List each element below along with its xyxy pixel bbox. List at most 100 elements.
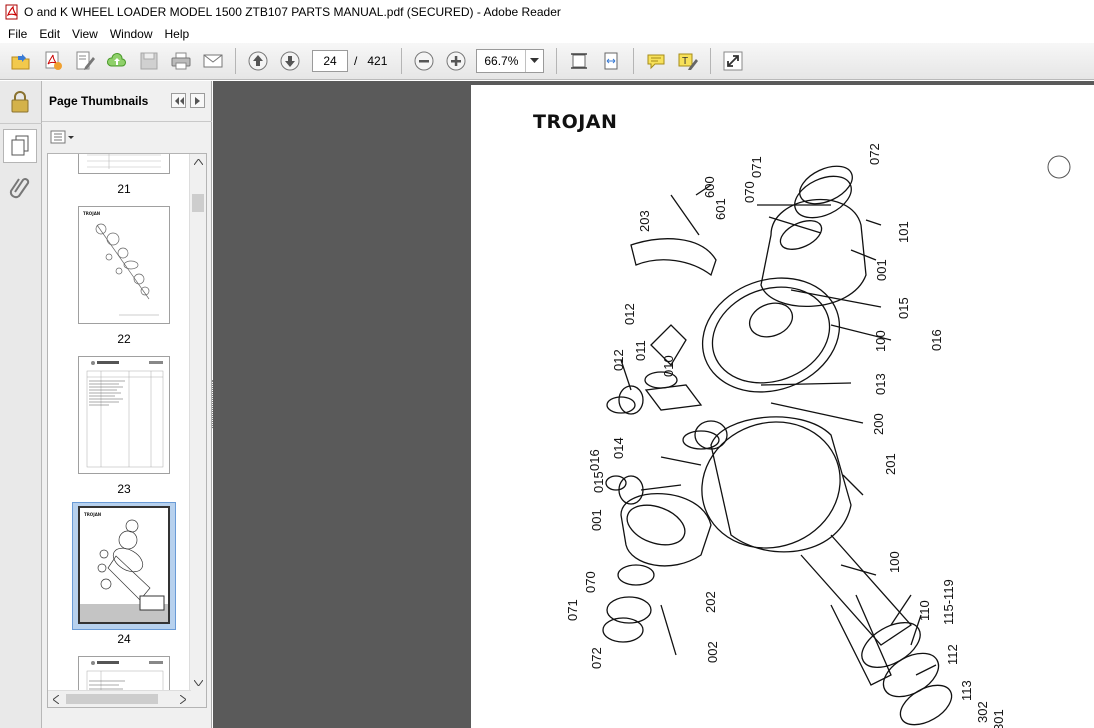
edit-button[interactable] xyxy=(72,48,98,74)
part-label: 071 xyxy=(749,156,764,178)
zoom-select[interactable] xyxy=(476,49,545,73)
scrollbar-thumb[interactable] xyxy=(66,694,158,704)
svg-text:TROJAN: TROJAN xyxy=(84,512,101,517)
fit-width-button[interactable] xyxy=(598,48,624,74)
part-label: 110 xyxy=(917,600,932,621)
full-screen-button[interactable] xyxy=(720,48,746,74)
part-label: 012 xyxy=(611,349,626,371)
menu-bar: File Edit View Window Help xyxy=(0,24,1094,43)
expand-panel-button[interactable] xyxy=(190,93,205,108)
panel-arrows xyxy=(167,93,205,108)
collapse-panel-button[interactable] xyxy=(171,93,186,108)
document-view[interactable]: TROJAN xyxy=(213,81,1094,728)
next-page-button[interactable] xyxy=(277,48,303,74)
thumbnail-label: 22 xyxy=(117,332,131,346)
toolbar-separator xyxy=(633,48,635,74)
part-label: 001 xyxy=(589,509,604,531)
part-label: 002 xyxy=(705,641,720,663)
page-number-input[interactable] xyxy=(312,50,348,72)
minus-icon xyxy=(414,51,434,71)
upload-button[interactable] xyxy=(104,48,130,74)
toolbar-separator xyxy=(235,48,236,74)
menu-help[interactable]: Help xyxy=(164,26,190,41)
pdf-icon[interactable] xyxy=(4,4,20,20)
fit-page-icon xyxy=(571,53,588,69)
zoom-in-button[interactable] xyxy=(443,48,469,74)
part-label: 100 xyxy=(873,330,888,352)
chevron-right-icon[interactable] xyxy=(175,691,191,707)
fit-width-icon xyxy=(604,52,618,70)
svg-text:T: T xyxy=(682,56,688,67)
toolbar: / 421 xyxy=(0,43,1094,80)
part-label: 115-119 xyxy=(941,579,956,625)
brand-logo-text: TROJAN xyxy=(533,111,618,133)
save-button[interactable] xyxy=(136,48,162,74)
create-pdf-icon xyxy=(45,51,62,70)
toolbar-separator xyxy=(556,48,558,74)
part-label: 302 xyxy=(975,701,990,723)
zoom-input[interactable] xyxy=(477,50,526,72)
edit-icon xyxy=(76,51,95,70)
thumbnail-label: 21 xyxy=(117,182,131,196)
thumbnail-page-24[interactable]: TROJAN xyxy=(78,506,170,624)
chevron-up-icon[interactable] xyxy=(190,154,206,170)
scrollbar-thumb[interactable] xyxy=(192,194,204,212)
cloud-upload-icon xyxy=(107,52,126,67)
thumbnail-page-22[interactable]: TROJAN xyxy=(78,206,170,324)
open-button[interactable] xyxy=(8,48,34,74)
title-bar: O and K WHEEL LOADER MODEL 1500 ZTB107 P… xyxy=(0,0,1094,24)
part-label: 012 xyxy=(622,303,637,325)
paperclip-icon[interactable] xyxy=(5,173,35,203)
part-label: 016 xyxy=(587,449,602,471)
part-label: 010 xyxy=(661,355,676,377)
menu-window[interactable]: Window xyxy=(109,26,153,41)
part-label: 101 xyxy=(896,221,911,243)
thumbnail-vertical-scrollbar[interactable] xyxy=(189,154,206,707)
part-label: 072 xyxy=(589,647,604,669)
part-label: 301 xyxy=(991,709,1006,728)
part-label: 015 xyxy=(896,297,911,319)
window-title: O and K WHEEL LOADER MODEL 1500 ZTB107 P… xyxy=(24,5,561,19)
zoom-out-button[interactable] xyxy=(411,48,437,74)
fit-page-button[interactable] xyxy=(566,48,592,74)
menu-file[interactable]: File xyxy=(8,26,28,41)
print-button[interactable] xyxy=(168,48,194,74)
arrow-down-icon xyxy=(280,51,300,71)
open-icon xyxy=(11,54,30,70)
part-label: 203 xyxy=(637,210,652,232)
part-label: 001 xyxy=(874,259,889,281)
part-label: 100 xyxy=(887,551,902,573)
exploded-parts-drawing: 072 071 070 600 601 203 101 001 015 012 … xyxy=(565,143,1071,728)
part-label: 112 xyxy=(945,644,960,665)
toolbar-separator xyxy=(710,48,712,74)
chevron-down-icon[interactable] xyxy=(190,675,206,691)
total-pages: 421 xyxy=(367,54,388,68)
thumbnail-options-button[interactable] xyxy=(50,127,78,147)
chevron-left-icon[interactable] xyxy=(48,691,64,707)
menu-view[interactable]: View xyxy=(72,26,98,41)
highlight-button[interactable]: T xyxy=(675,48,701,74)
part-number-labels: 072 071 070 600 601 203 101 001 015 012 … xyxy=(565,143,1006,728)
chevron-down-icon[interactable] xyxy=(525,50,543,72)
previous-page-button[interactable] xyxy=(245,48,271,74)
lock-icon[interactable] xyxy=(5,87,35,117)
thumbnail-list[interactable]: 21 TROJAN 22 xyxy=(47,153,207,708)
svg-text:TROJAN: TROJAN xyxy=(83,211,100,216)
part-label: 601 xyxy=(713,198,728,220)
part-label: 016 xyxy=(929,329,944,351)
thumbnail-page-21[interactable] xyxy=(78,154,170,174)
menu-edit[interactable]: Edit xyxy=(39,26,61,41)
printer-icon xyxy=(171,52,191,70)
create-pdf-button[interactable] xyxy=(40,48,66,74)
panel-divider xyxy=(42,121,212,122)
pages-icon[interactable] xyxy=(3,129,37,163)
page-total: / 421 xyxy=(354,54,387,68)
thumbnail-page-23[interactable] xyxy=(78,356,170,474)
thumbnail-horizontal-scrollbar[interactable] xyxy=(48,690,191,707)
email-button[interactable] xyxy=(200,48,226,74)
speech-bubble-icon xyxy=(647,54,665,70)
comment-button[interactable] xyxy=(643,48,669,74)
part-label: 202 xyxy=(703,591,718,613)
save-icon xyxy=(140,52,158,70)
envelope-icon xyxy=(203,54,223,68)
